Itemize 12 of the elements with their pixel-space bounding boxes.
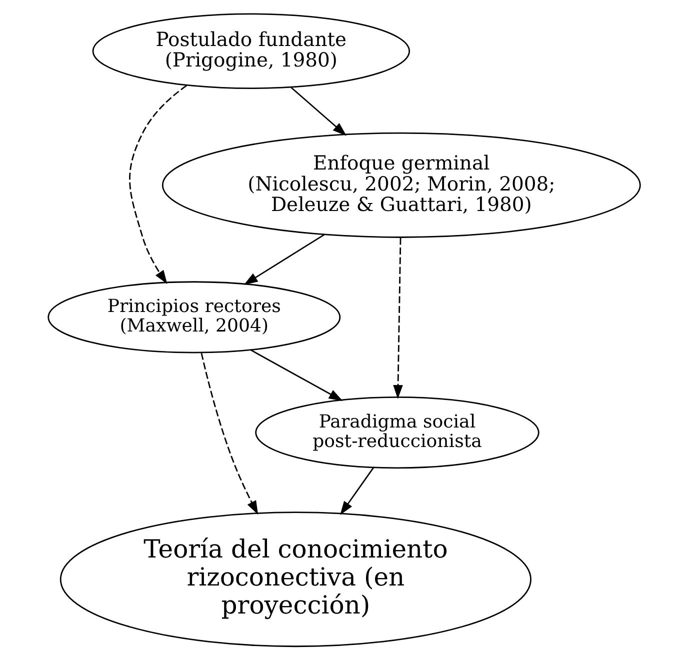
arrow: [128, 85, 186, 284]
node-ellipse: Paradigma social post-reduccionista: [254, 396, 539, 469]
node-ellipse: Teoría del conocimiento rizoconectiva (en proyección): [59, 512, 531, 648]
arrow: [290, 86, 346, 136]
node-ellipse: Postulado fundante (Prigogine, 1980): [92, 13, 410, 90]
node-ellipse: Enfoque germinal (Nicolescu, 2002; Morin, 2008; Deleuze & Guattari, 1980): [161, 132, 640, 238]
node-ellipse: Principios rectores (Maxwell, 2004): [47, 281, 340, 354]
arrow: [392, 238, 402, 399]
arrow: [243, 234, 324, 285]
arrow: [340, 467, 374, 516]
arrow: [200, 352, 258, 515]
arrow: [250, 349, 342, 401]
